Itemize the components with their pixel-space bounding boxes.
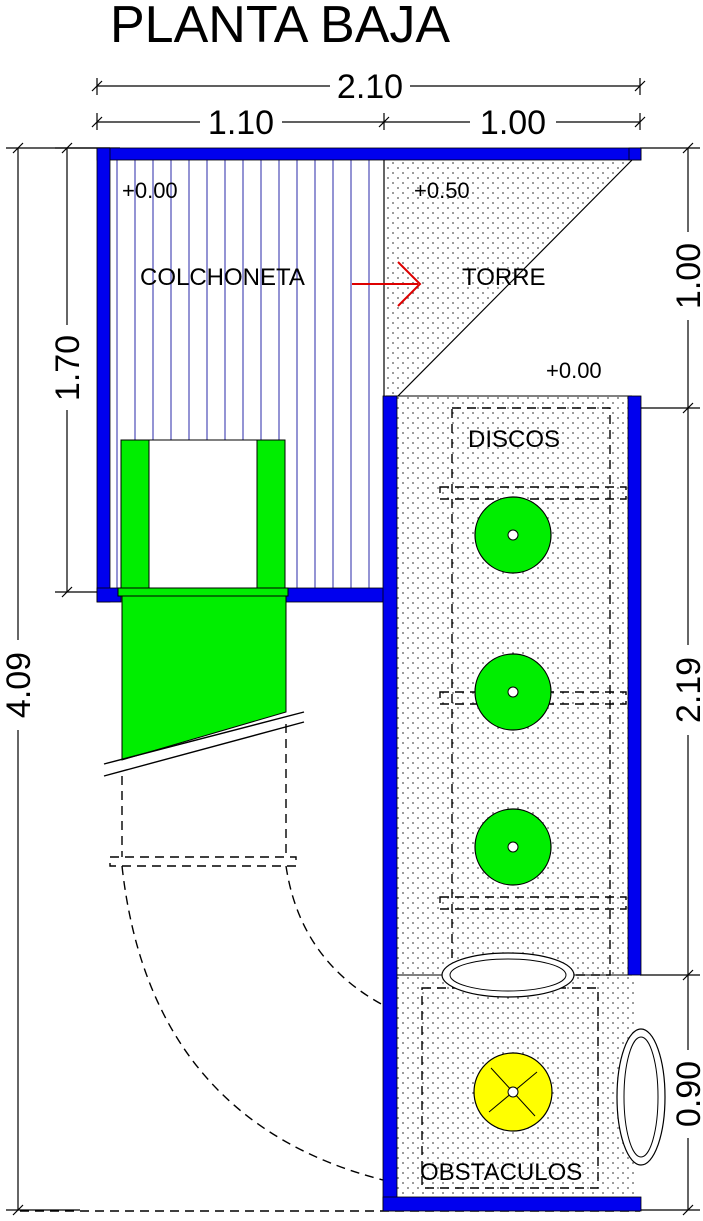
- dimension-right-heights: 1.00 2.19 0.90: [640, 142, 703, 1216]
- dim-left-width: 1.10: [208, 104, 274, 142]
- dimension-partial-widths: 1.10 1.00: [91, 104, 646, 142]
- dim-right-top: 1.00: [670, 243, 703, 309]
- disc: [474, 496, 552, 574]
- discos-label: DISCOS: [468, 426, 560, 453]
- door-swing: [109, 724, 384, 1181]
- entrance-ramp: [103, 439, 305, 777]
- torre-label: TORRE: [462, 264, 546, 291]
- walls: [96, 147, 642, 1212]
- level-torre-bottom: +0.00: [546, 358, 602, 383]
- torre-zone: [386, 159, 638, 397]
- dimension-total-width: 2.10: [91, 68, 646, 106]
- obstaculos-label: OBSTACULOS: [420, 1159, 582, 1186]
- dim-right-bottom: 0.90: [670, 1061, 703, 1127]
- level-colchoneta: +0.00: [122, 178, 178, 203]
- dim-right-width: 1.00: [480, 104, 546, 142]
- direction-arrow-icon: [352, 261, 422, 307]
- plan-title: PLANTA BAJA: [110, 0, 450, 54]
- dim-right-middle: 2.19: [670, 657, 703, 723]
- obstacle-oval-vertical: [616, 1028, 666, 1166]
- obstacle-oval-horizontal: [441, 952, 575, 998]
- disc: [474, 808, 552, 886]
- level-torre-top: +0.50: [414, 178, 470, 203]
- dim-left-height: 1.70: [49, 335, 87, 401]
- colchoneta-label: COLCHONETA: [140, 264, 305, 291]
- dim-total-height: 4.09: [0, 652, 38, 718]
- dim-total-width: 2.10: [337, 68, 403, 106]
- obstacle-yellow-disc: [473, 1052, 553, 1132]
- disc: [474, 653, 552, 731]
- dimension-total-height: 4.09: [0, 142, 110, 1216]
